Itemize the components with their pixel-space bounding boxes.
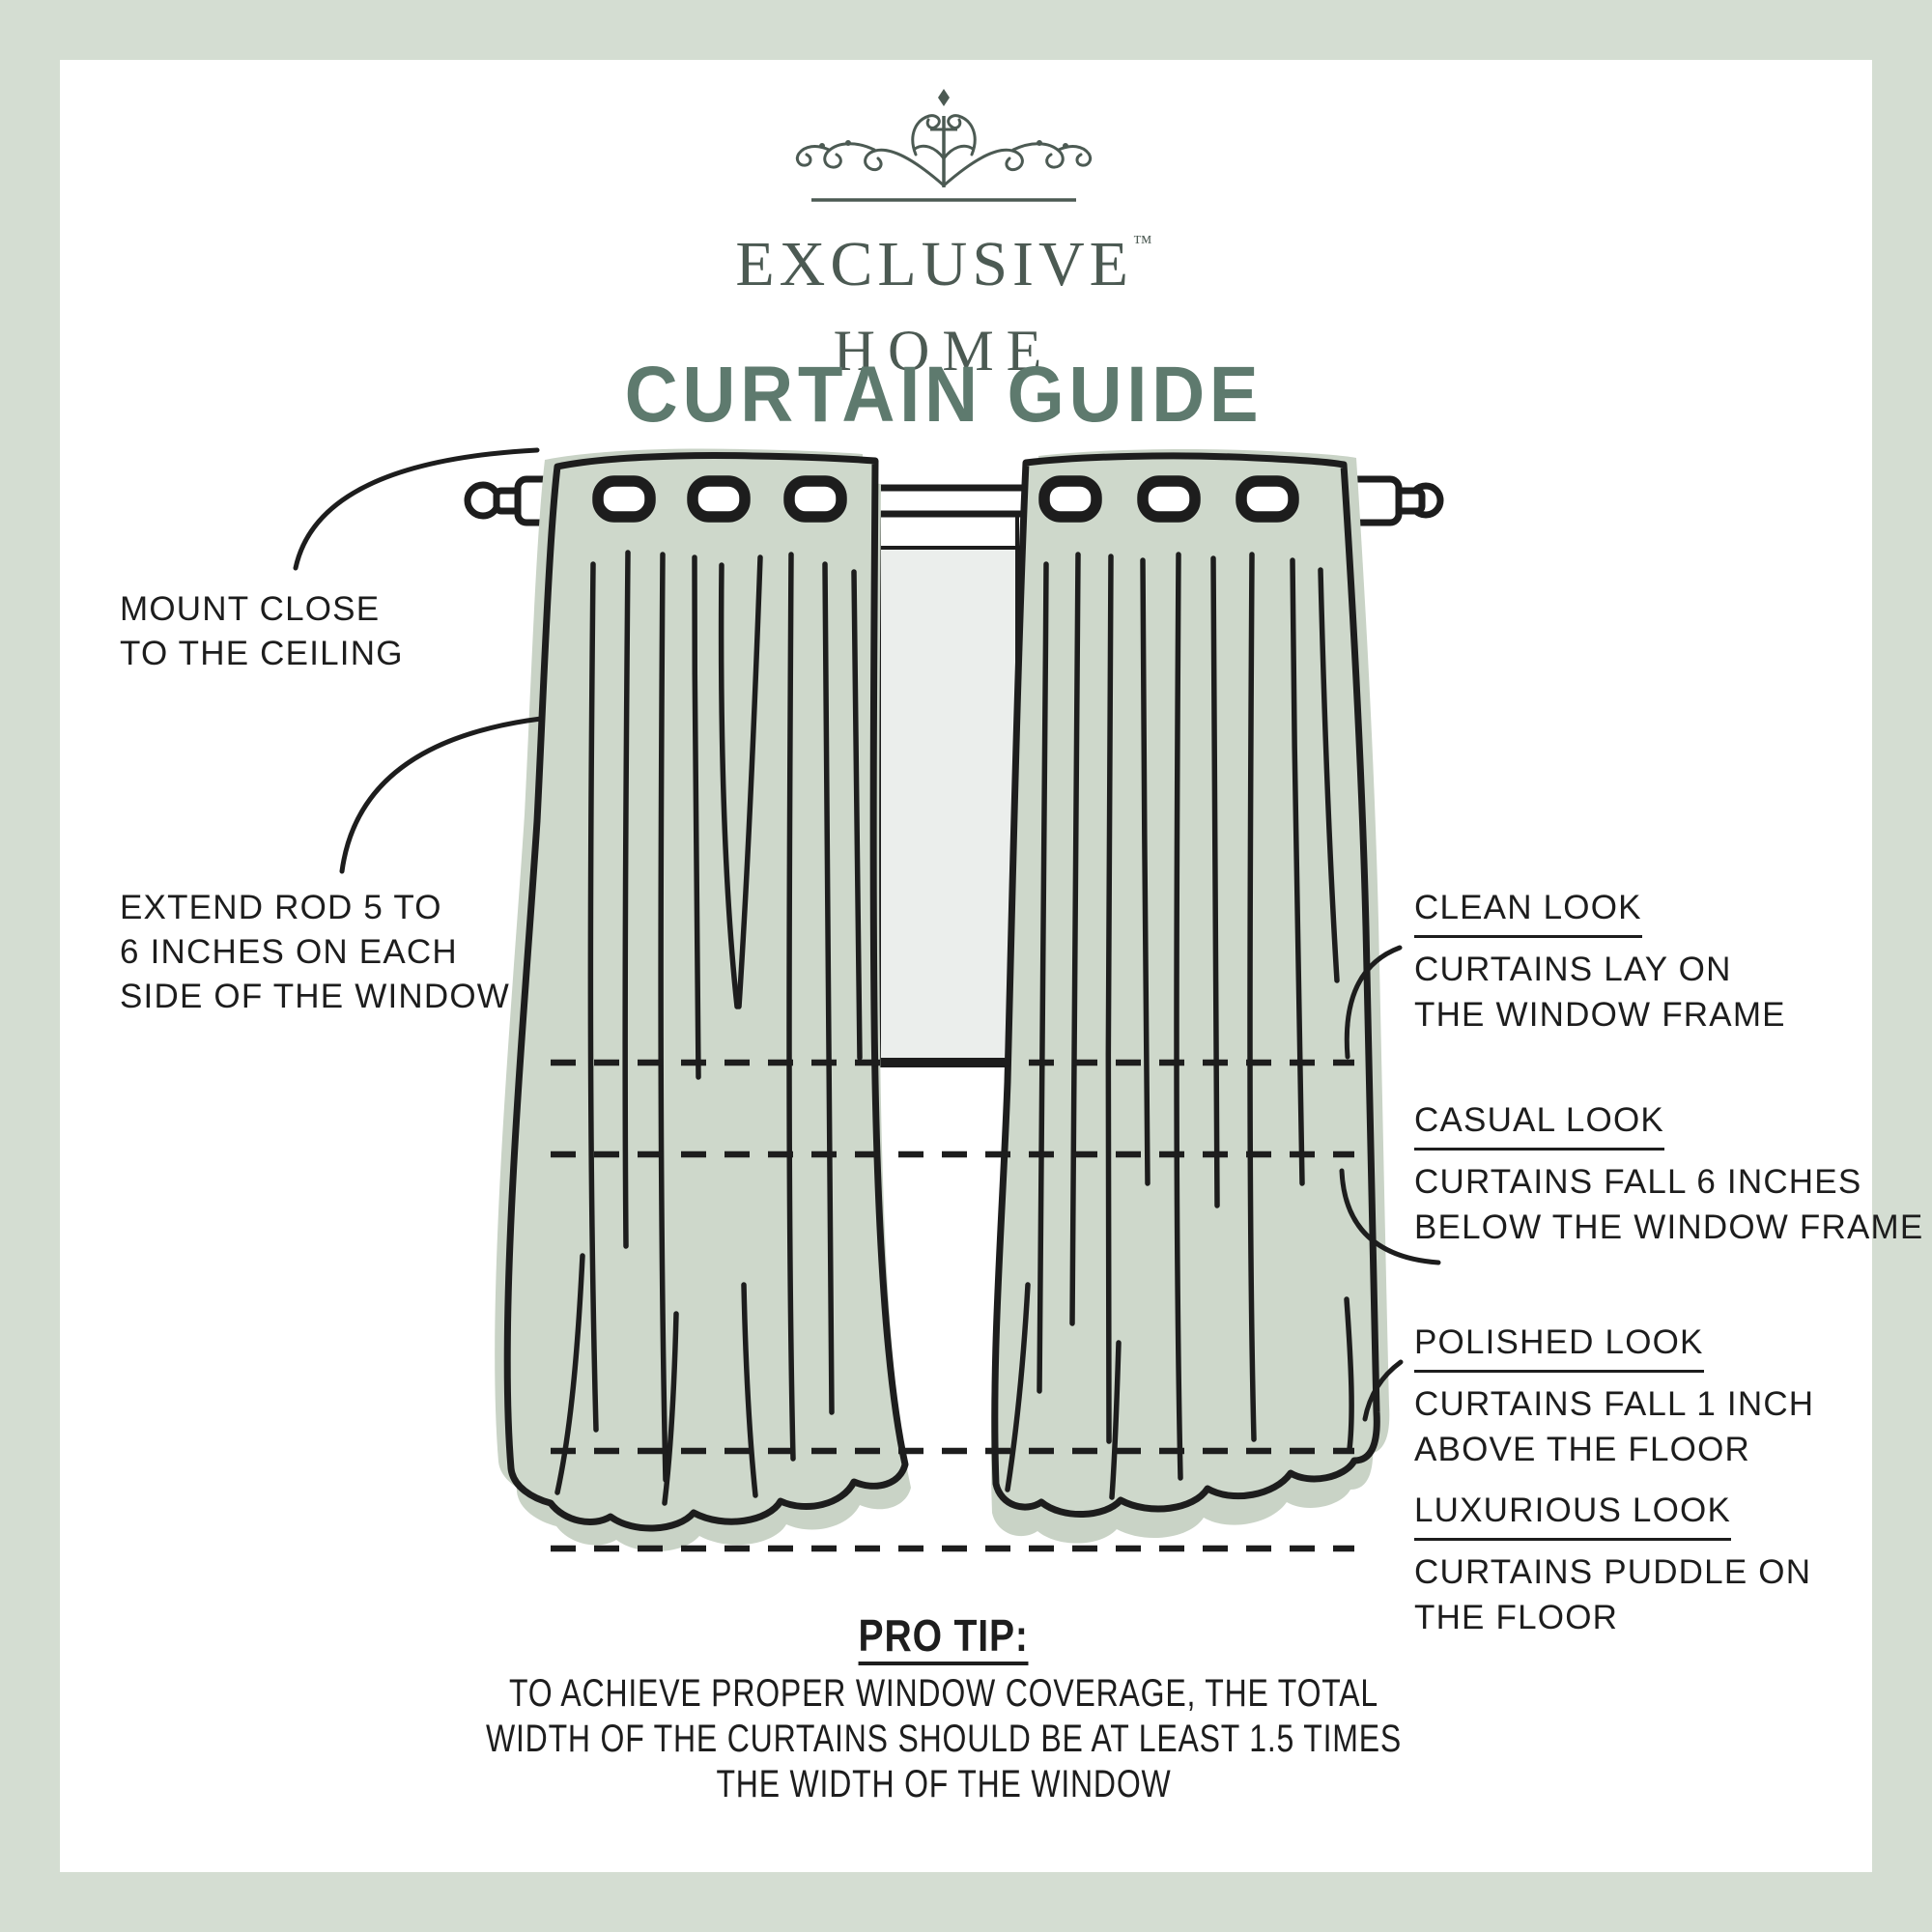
pro-tip-section: PRO TIP: TO ACHIEVE PROPER WINDOW COVERA… bbox=[0, 1611, 1888, 1807]
flourish-ornament-icon bbox=[795, 89, 1093, 202]
annotation-line: CURTAINS PUDDLE ON bbox=[1414, 1553, 1812, 1591]
right-curtain-panel bbox=[995, 456, 1377, 1515]
pro-tip-line: THE WIDTH OF THE WINDOW bbox=[716, 1763, 1172, 1805]
brand-name-line1: EXCLUSIVE™ bbox=[0, 233, 1888, 297]
grommet-icon bbox=[1038, 475, 1299, 523]
pro-tip-title: PRO TIP: bbox=[0, 1611, 1888, 1665]
brand-name-line2: HOME bbox=[833, 319, 1055, 383]
annotation-line: THE FLOOR bbox=[1414, 1599, 1619, 1636]
annotation-line: BELOW THE WINDOW FRAME bbox=[1414, 1208, 1924, 1246]
annotation-casual-look: CASUAL LOOK CURTAINS FALL 6 INCHES BELOW… bbox=[1414, 1097, 1923, 1250]
left-curtain-panel bbox=[507, 455, 905, 1528]
annotation-luxurious-look: LUXURIOUS LOOK CURTAINS PUDDLE ON THE FL… bbox=[1414, 1488, 1811, 1640]
connector-mount-ceiling bbox=[293, 447, 540, 571]
pro-tip-line: WIDTH OF THE CURTAINS SHOULD BE AT LEAST… bbox=[485, 1718, 1403, 1760]
page-title: CURTAIN GUIDE bbox=[624, 351, 1264, 439]
connector-clean-look bbox=[1344, 945, 1403, 1060]
connector-extend-rod bbox=[339, 716, 544, 874]
pro-tip-body: TO ACHIEVE PROPER WINDOW COVERAGE, THE T… bbox=[0, 1671, 1888, 1807]
annotation-title: CASUAL LOOK bbox=[1414, 1097, 1923, 1159]
annotation-line: CURTAINS FALL 1 INCH bbox=[1414, 1385, 1815, 1423]
pro-tip-line: TO ACHIEVE PROPER WINDOW COVERAGE, THE T… bbox=[509, 1672, 1378, 1715]
left-panel-fold-lines bbox=[554, 550, 863, 1506]
annotation-line: ABOVE THE FLOOR bbox=[1414, 1431, 1750, 1468]
annotation-title: LUXURIOUS LOOK bbox=[1414, 1488, 1811, 1549]
annotation-extend-rod: EXTEND ROD 5 TO 6 INCHES ON EACH SIDE OF… bbox=[120, 886, 510, 1019]
annotation-line: EXTEND ROD 5 TO bbox=[120, 889, 442, 926]
annotation-polished-look: POLISHED LOOK CURTAINS FALL 1 INCH ABOVE… bbox=[1414, 1320, 1814, 1472]
grommet-icon bbox=[592, 475, 847, 523]
annotation-mount-close: MOUNT CLOSE TO THE CEILING bbox=[120, 587, 404, 676]
annotation-line: 6 INCHES ON EACH bbox=[120, 933, 458, 971]
annotation-line: THE WINDOW FRAME bbox=[1414, 996, 1786, 1034]
annotation-line: CURTAINS LAY ON bbox=[1414, 951, 1732, 988]
annotation-line: SIDE OF THE WINDOW bbox=[120, 978, 511, 1015]
annotation-title: POLISHED LOOK bbox=[1414, 1320, 1814, 1381]
brand-word: EXCLUSIVE bbox=[735, 229, 1134, 299]
annotation-line: MOUNT CLOSE bbox=[120, 590, 381, 628]
trademark-symbol: ™ bbox=[1133, 232, 1152, 253]
right-panel-fold-lines bbox=[1005, 552, 1354, 1500]
annotation-line: CURTAINS FALL 6 INCHES bbox=[1414, 1163, 1862, 1201]
connector-polished-look bbox=[1362, 1359, 1404, 1422]
annotation-line: TO THE CEILING bbox=[120, 635, 404, 672]
annotation-clean-look: CLEAN LOOK CURTAINS LAY ON THE WINDOW FR… bbox=[1414, 885, 1786, 1037]
connector-casual-look bbox=[1339, 1168, 1441, 1265]
window bbox=[867, 506, 1029, 1067]
annotation-title: CLEAN LOOK bbox=[1414, 885, 1786, 947]
